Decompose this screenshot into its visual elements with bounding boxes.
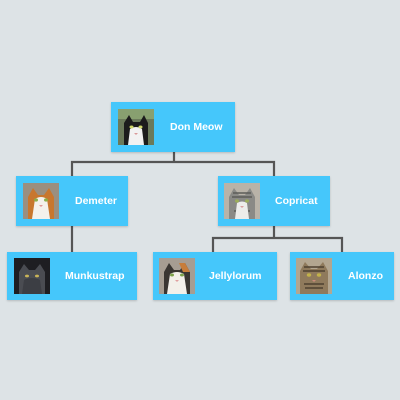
brown-tabby-cat-photo [296,258,332,294]
orange-white-cat-photo [23,183,59,219]
org-node-demeter[interactable]: Demeter [16,176,128,226]
connector-don-meow-children [70,152,276,176]
calico-cat-photo [159,258,195,294]
node-name: Munkustrap [65,270,125,282]
org-node-munkustrap[interactable]: Munkustrap [7,252,137,300]
dark-grey-cat-photo [14,258,50,294]
node-name: Demeter [75,195,118,207]
grey-tabby-cat-photo [224,183,260,219]
org-node-copricat[interactable]: Copricat [218,176,330,226]
org-node-jellylorum[interactable]: Jellylorum [153,252,277,300]
node-name: Alonzo [348,270,383,282]
black-white-cat-photo [118,109,154,145]
node-name: Don Meow [170,121,223,133]
org-node-alonzo[interactable]: Alonzo [290,252,394,300]
connector-copricat-children [211,226,344,252]
node-name: Jellylorum [209,270,262,282]
org-node-don-meow[interactable]: Don Meow [111,102,235,152]
node-name: Copricat [275,195,318,207]
